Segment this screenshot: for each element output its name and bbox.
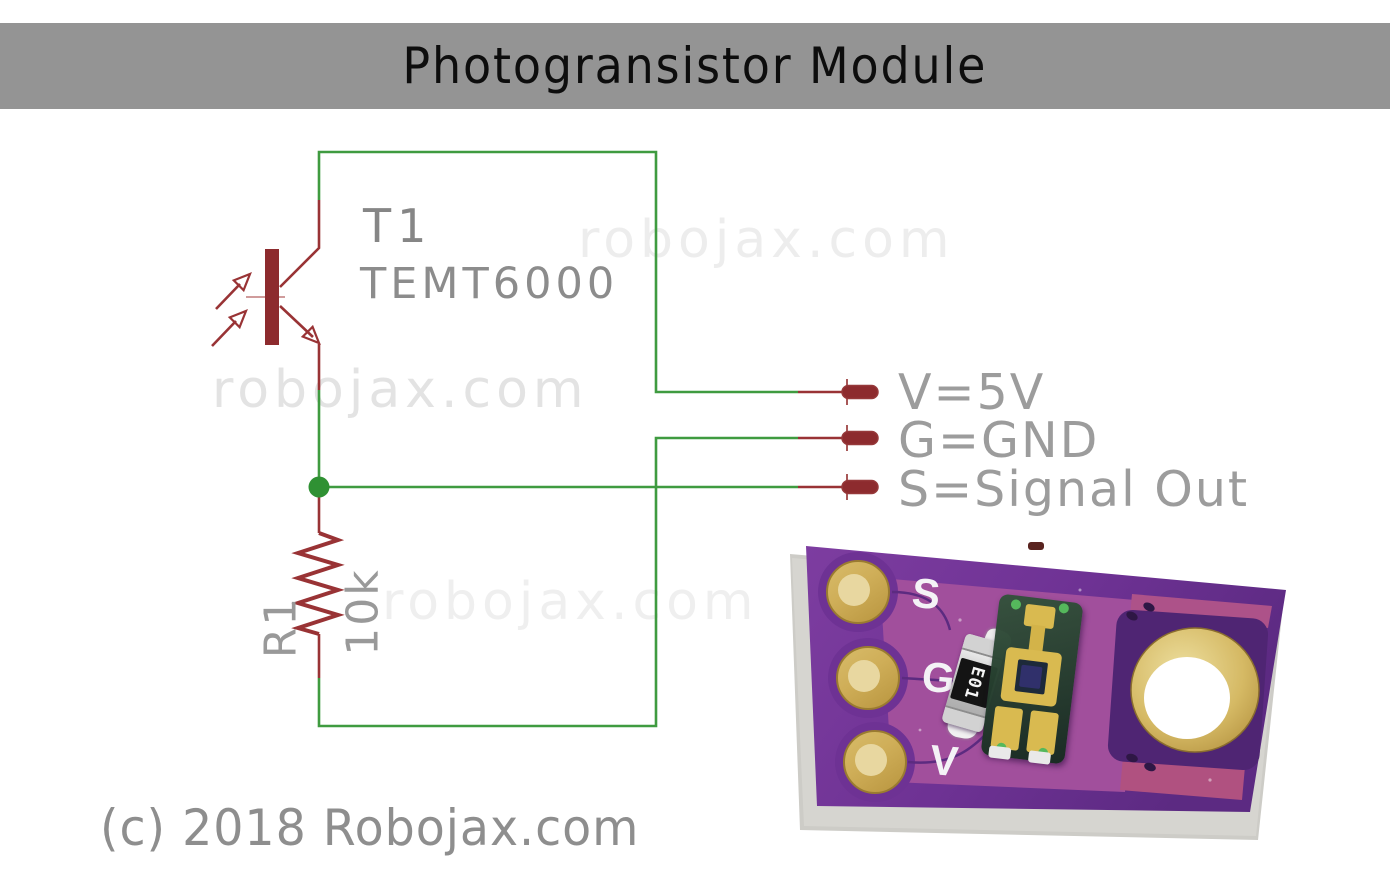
pin-capsule-g [841,430,879,446]
sensor-solder-left [988,745,1012,760]
vias [1126,602,1156,772]
sensor-green-dot [1010,598,1022,611]
sensor-leadframe [1000,646,1063,708]
silkscreen-label-s: S [910,568,943,619]
resistor-zigzag [291,531,345,636]
silkscreen-label-v: V [928,735,961,786]
copyright-text: (c) 2018 Robojax.com [100,799,640,857]
module-pins [798,379,879,500]
pad-g-hole [848,660,880,692]
pin-label-s: S=Signal Out [898,461,1250,518]
light-arrow-2 [211,320,237,347]
pin-capsule-s [841,479,879,495]
wire-gnd-net [317,436,798,728]
transistor-part-label: TEMT6000 [360,259,619,309]
watermark-bottom: robojax.com [382,572,759,632]
sensor-solder-right [1027,750,1052,765]
wire-v-net [317,150,798,394]
light-arrowhead-2 [227,309,248,330]
transistor-ref-label: T1 [363,199,433,253]
sensor-green-dot [1058,602,1070,614]
emitter-arrowhead [300,324,321,345]
smd-resistor-marking: E01 [959,664,989,702]
sensor-die [1014,659,1049,695]
junction-dot [308,476,330,498]
pin-label-v: V=5V [898,364,1046,421]
board-speck [1028,542,1044,550]
collector-lead [279,200,321,288]
header-pads [826,560,907,794]
watermark-top: robojax.com [578,210,955,270]
sensor-stem [1028,624,1046,653]
sensor-pad-left [990,705,1024,751]
title-bar: Photogransistor Module [0,23,1390,109]
pin-label-g: G=GND [898,412,1100,469]
pad-s-hole [838,574,870,606]
wires [317,150,798,728]
pad-v-hole [855,744,887,776]
mounting-hole [1144,657,1230,739]
page-title: Photogransistor Module [402,37,988,95]
light-arrow-1 [215,283,241,310]
watermark-middle: robojax.com [212,360,589,420]
light-arrowhead-1 [231,272,252,293]
pin-capsule-v [841,384,879,400]
transistor-base-bar [265,249,279,345]
sensor-die-core [1018,664,1043,690]
